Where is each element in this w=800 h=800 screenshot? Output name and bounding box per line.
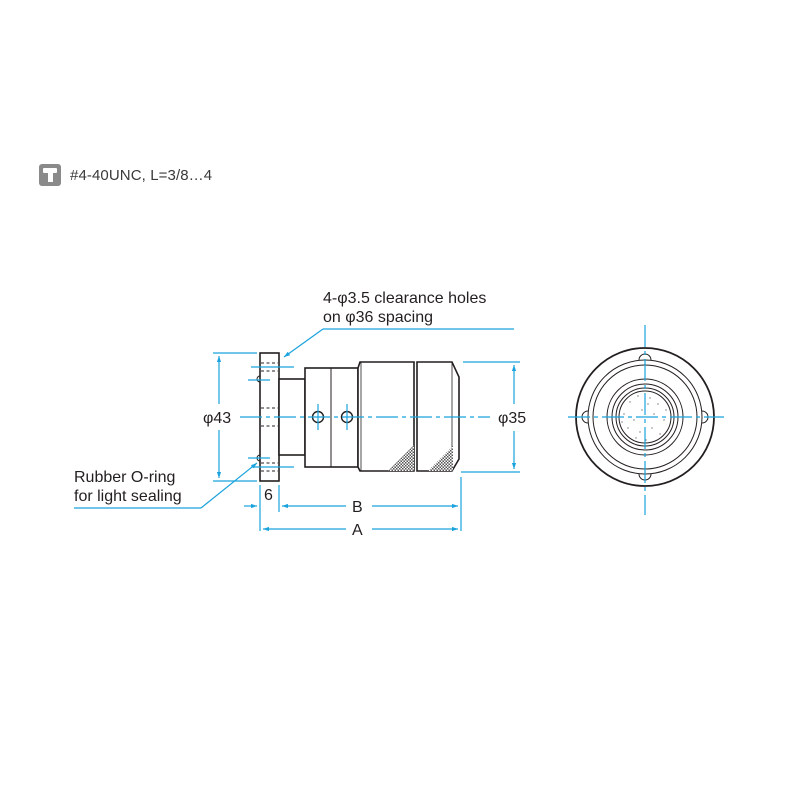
flange-thickness-label: 6: [264, 487, 273, 504]
clearance-holes-label-2: on φ36 spacing: [323, 309, 433, 326]
length-b-label: B: [352, 499, 363, 516]
speckle-texture: [621, 395, 667, 441]
front-center-lines: [568, 325, 724, 515]
spec-header: #4-40UNC, L=3/8…4: [39, 163, 212, 187]
length-a-label: A: [352, 522, 363, 539]
oring-label-1: Rubber O-ring: [74, 469, 175, 486]
clearance-holes-label-1: 4-φ3.5 clearance holes: [323, 290, 486, 307]
thread-spec-text: #4-40UNC, L=3/8…4: [70, 166, 213, 184]
body-diameter-label: φ35: [498, 410, 526, 427]
flange-diameter-label: φ43: [203, 410, 231, 427]
knurl-1: [388, 445, 414, 471]
screw-thread-icon: [39, 164, 61, 186]
dimension-lines: [74, 328, 520, 532]
knurl-2: [428, 446, 453, 471]
oring-label-2: for light sealing: [74, 488, 182, 505]
